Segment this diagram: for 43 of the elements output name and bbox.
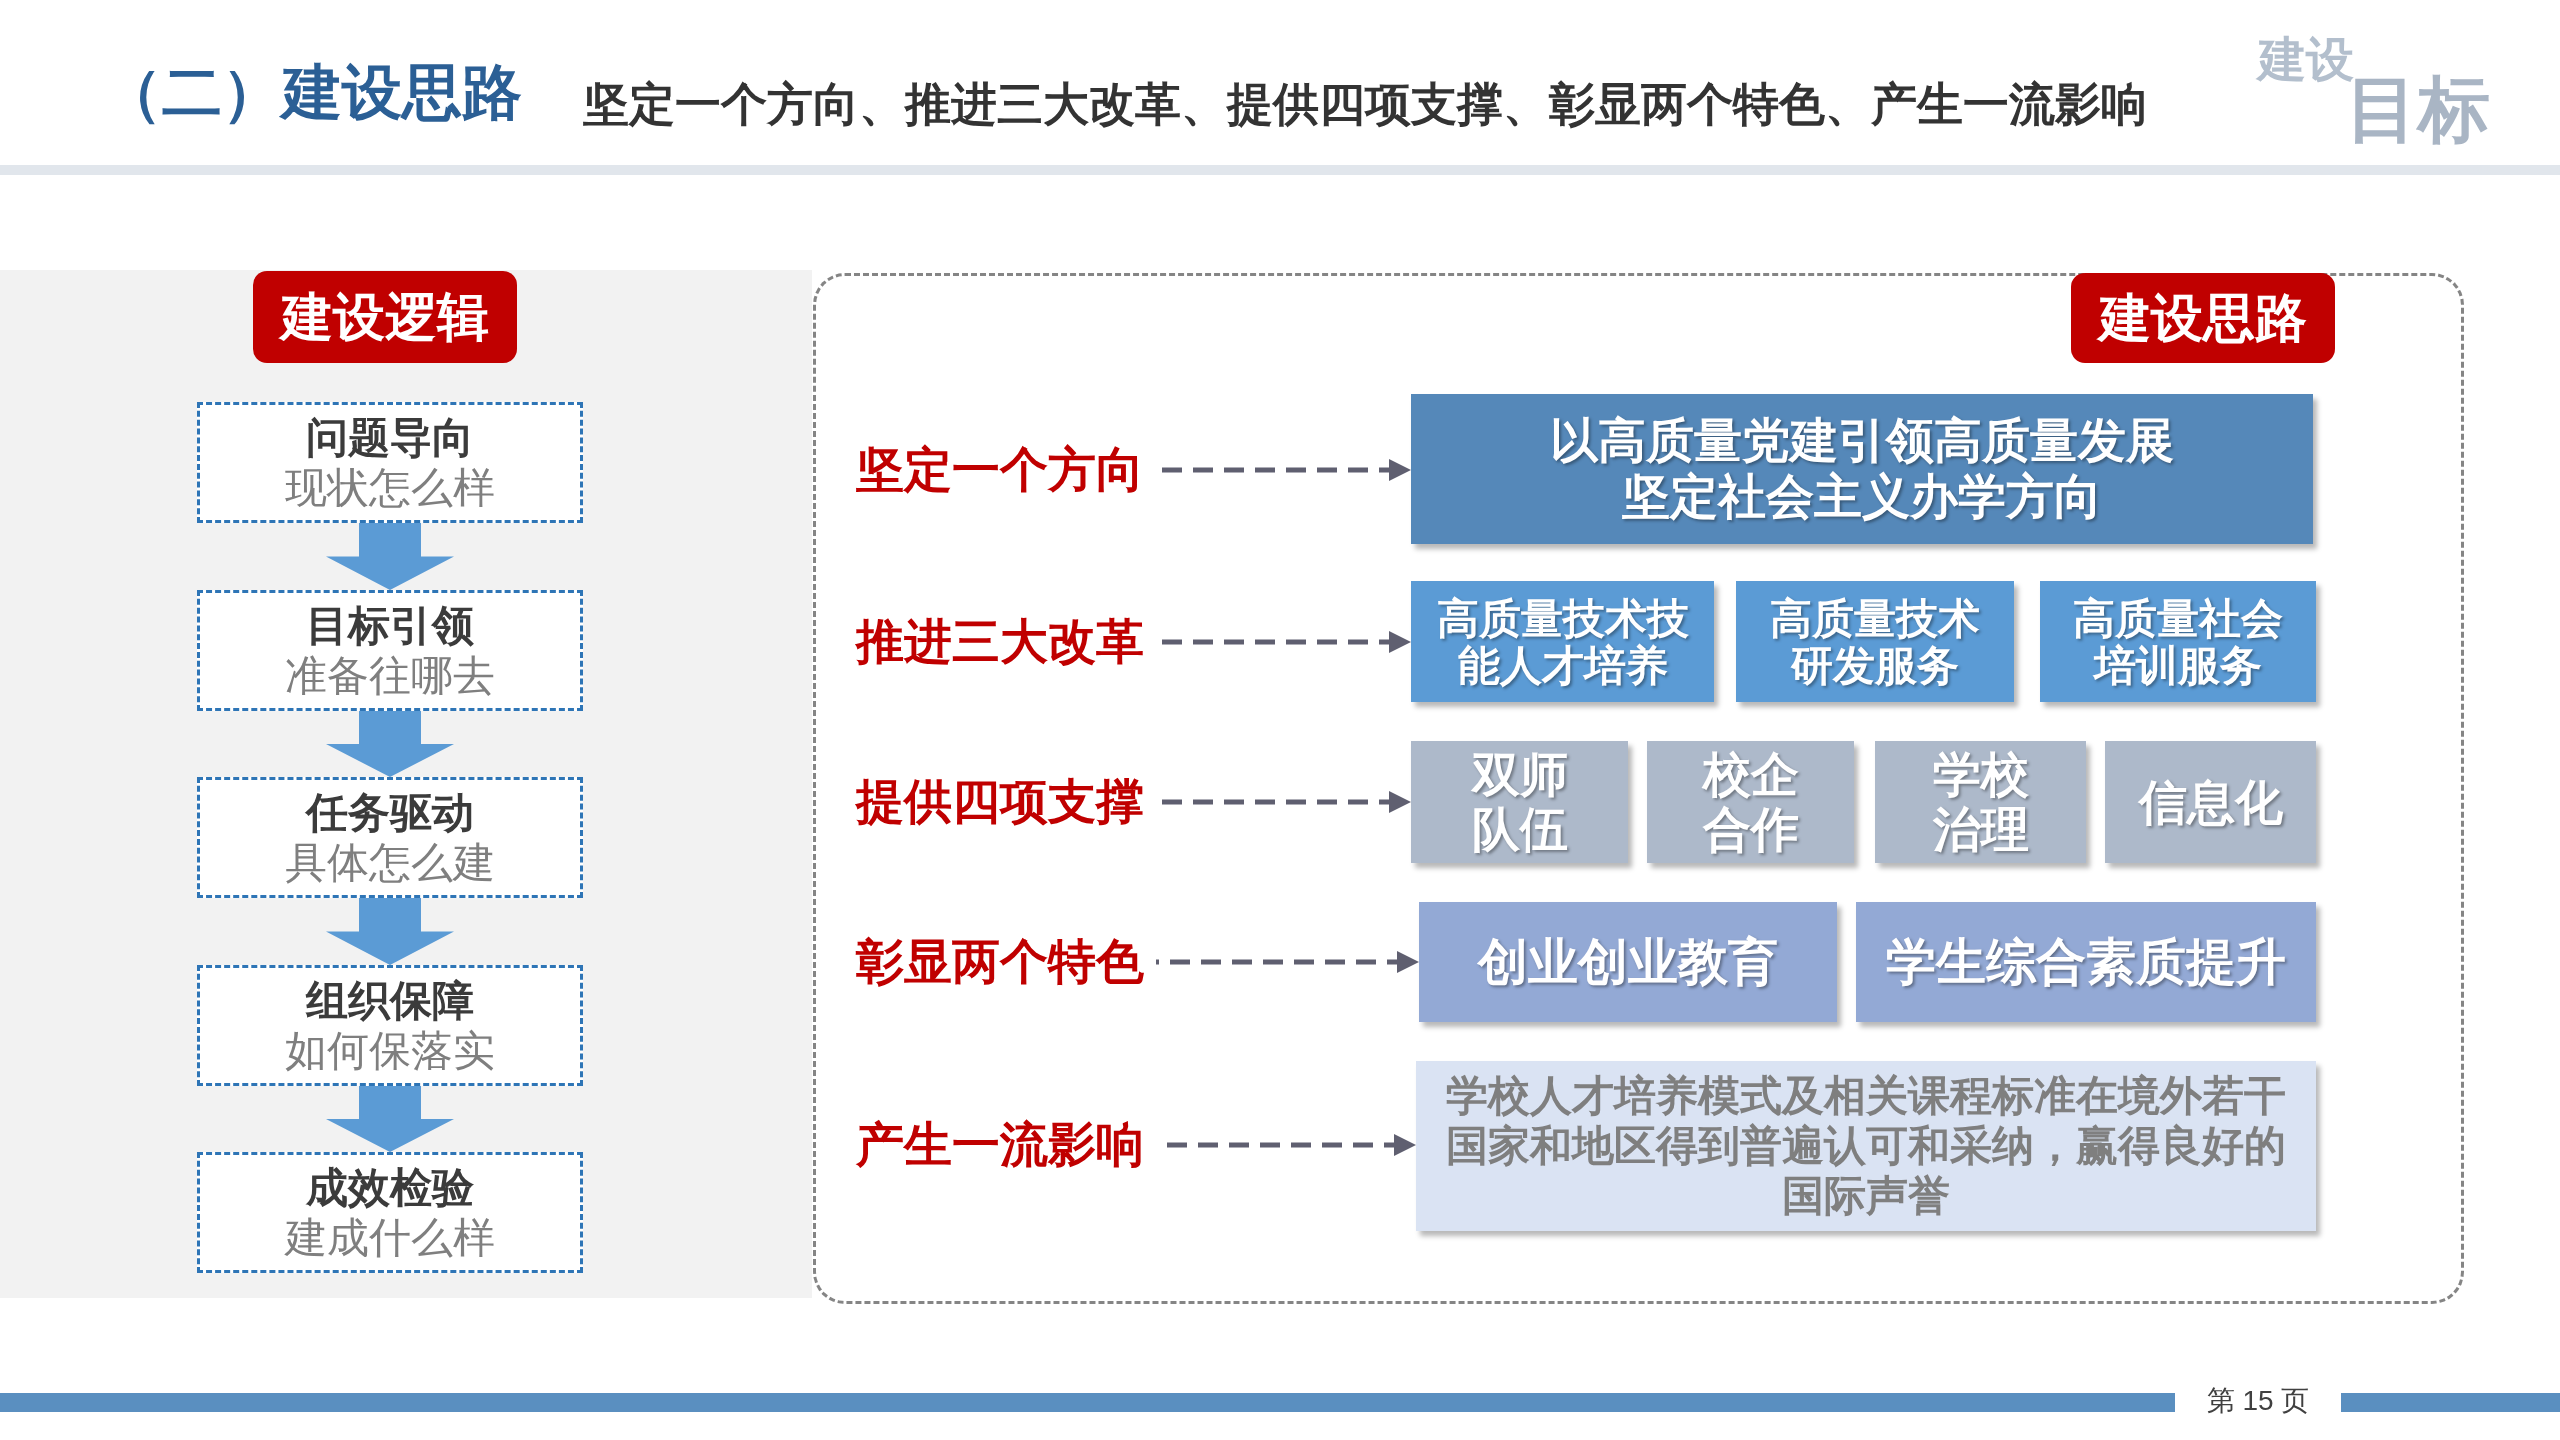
support-box: 学校治理 (1875, 741, 2086, 863)
row-heading: 产生一流影响 (856, 1115, 1144, 1175)
dashed-frame (813, 273, 2464, 1304)
page-subtitle: 坚定一个方向、推进三大改革、提供四项支撑、彰显两个特色、产生一流影响 (583, 77, 2147, 132)
reform-box: 高质量社会培训服务 (2040, 581, 2316, 702)
step-box (197, 402, 583, 523)
reform-box: 高质量技术研发服务 (1736, 581, 2014, 702)
step-subtitle: 现状怎么样 (285, 462, 495, 513)
step-box (197, 590, 583, 711)
side-panel (0, 270, 812, 1298)
step-title: 任务驱动 (306, 787, 474, 838)
step-subtitle: 准备往哪去 (285, 650, 495, 701)
row-heading: 推进三大改革 (856, 612, 1144, 672)
impact-box: 学校人才培养模式及相关课程标准在境外若干国家和地区得到普遍认可和采纳，赢得良好的国际声誉 (1416, 1061, 2316, 1231)
dashed-arrow (1156, 951, 1419, 973)
step-title: 目标引领 (306, 600, 474, 651)
block-arrow (326, 523, 454, 590)
direction-box: 以高质量党建引领高质量发展坚定社会主义办学方向 (1411, 394, 2313, 544)
step-box (197, 1152, 583, 1273)
reform-box: 高质量技术技能人才培养 (1411, 581, 1714, 702)
support-box: 信息化 (2105, 741, 2316, 863)
row-heading: 坚定一个方向 (856, 440, 1144, 500)
step-title: 组织保障 (306, 975, 474, 1026)
block-arrow (326, 1086, 454, 1152)
feature-box: 创业创业教育 (1419, 902, 1837, 1022)
feature-box: 学生综合素质提升 (1856, 902, 2316, 1022)
step-subtitle: 如何保落实 (285, 1025, 495, 1076)
support-box: 双师队伍 (1411, 741, 1628, 863)
section-badge: 建设思路 (2071, 273, 2335, 363)
page-number: 第 15 页 (2206, 1384, 2310, 1418)
step-title: 问题导向 (306, 412, 474, 463)
row-heading: 彰显两个特色 (856, 932, 1144, 992)
row-heading: 提供四项支撑 (856, 772, 1144, 832)
step-subtitle: 具体怎么建 (285, 837, 495, 888)
block-arrow (326, 711, 454, 777)
section-badge: 建设逻辑 (253, 271, 517, 363)
support-box: 校企合作 (1647, 741, 1854, 863)
block-arrow (326, 898, 454, 965)
step-box (197, 965, 583, 1086)
page-title: （二）建设思路 (102, 58, 522, 128)
step-subtitle: 建成什么样 (285, 1212, 495, 1263)
step-title: 成效检验 (306, 1162, 474, 1213)
step-box (197, 777, 583, 898)
